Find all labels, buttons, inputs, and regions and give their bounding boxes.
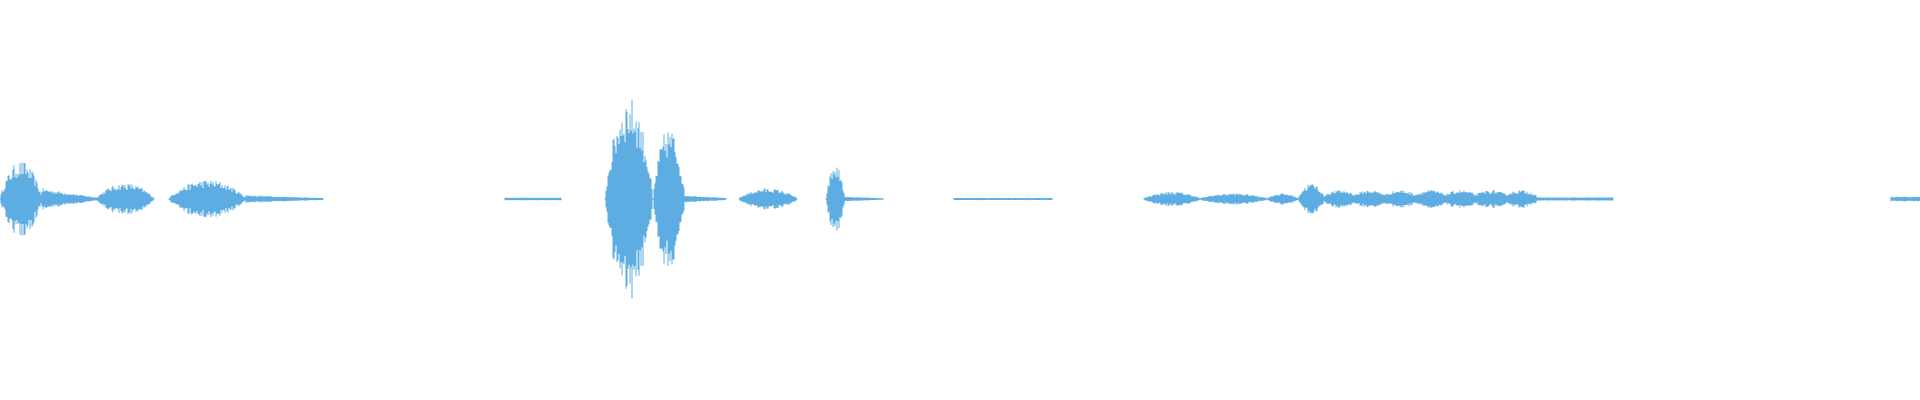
waveform-segment bbox=[953, 197, 1053, 201]
waveform-segment bbox=[825, 167, 846, 231]
waveform-segment bbox=[1143, 192, 1201, 206]
waveform-segment bbox=[652, 132, 686, 266]
waveform-segment bbox=[0, 162, 43, 236]
waveform-segment bbox=[1890, 196, 1920, 202]
waveform-segment bbox=[684, 195, 727, 203]
waveform-segment bbox=[168, 180, 247, 218]
waveform-segment bbox=[1266, 193, 1299, 205]
waveform-segment bbox=[1535, 197, 1614, 201]
waveform-segment bbox=[844, 196, 884, 202]
waveform-segment bbox=[1297, 184, 1326, 214]
waveform-segment bbox=[1324, 190, 1537, 208]
waveform-segment bbox=[245, 195, 324, 203]
waveform-segment bbox=[504, 197, 562, 201]
waveform-segment bbox=[738, 188, 798, 210]
waveform-segment bbox=[95, 183, 155, 215]
waveform-segment bbox=[1199, 193, 1268, 205]
waveform-segment bbox=[41, 188, 97, 210]
waveform-bars bbox=[0, 99, 1920, 299]
waveform-segment bbox=[604, 99, 654, 299]
